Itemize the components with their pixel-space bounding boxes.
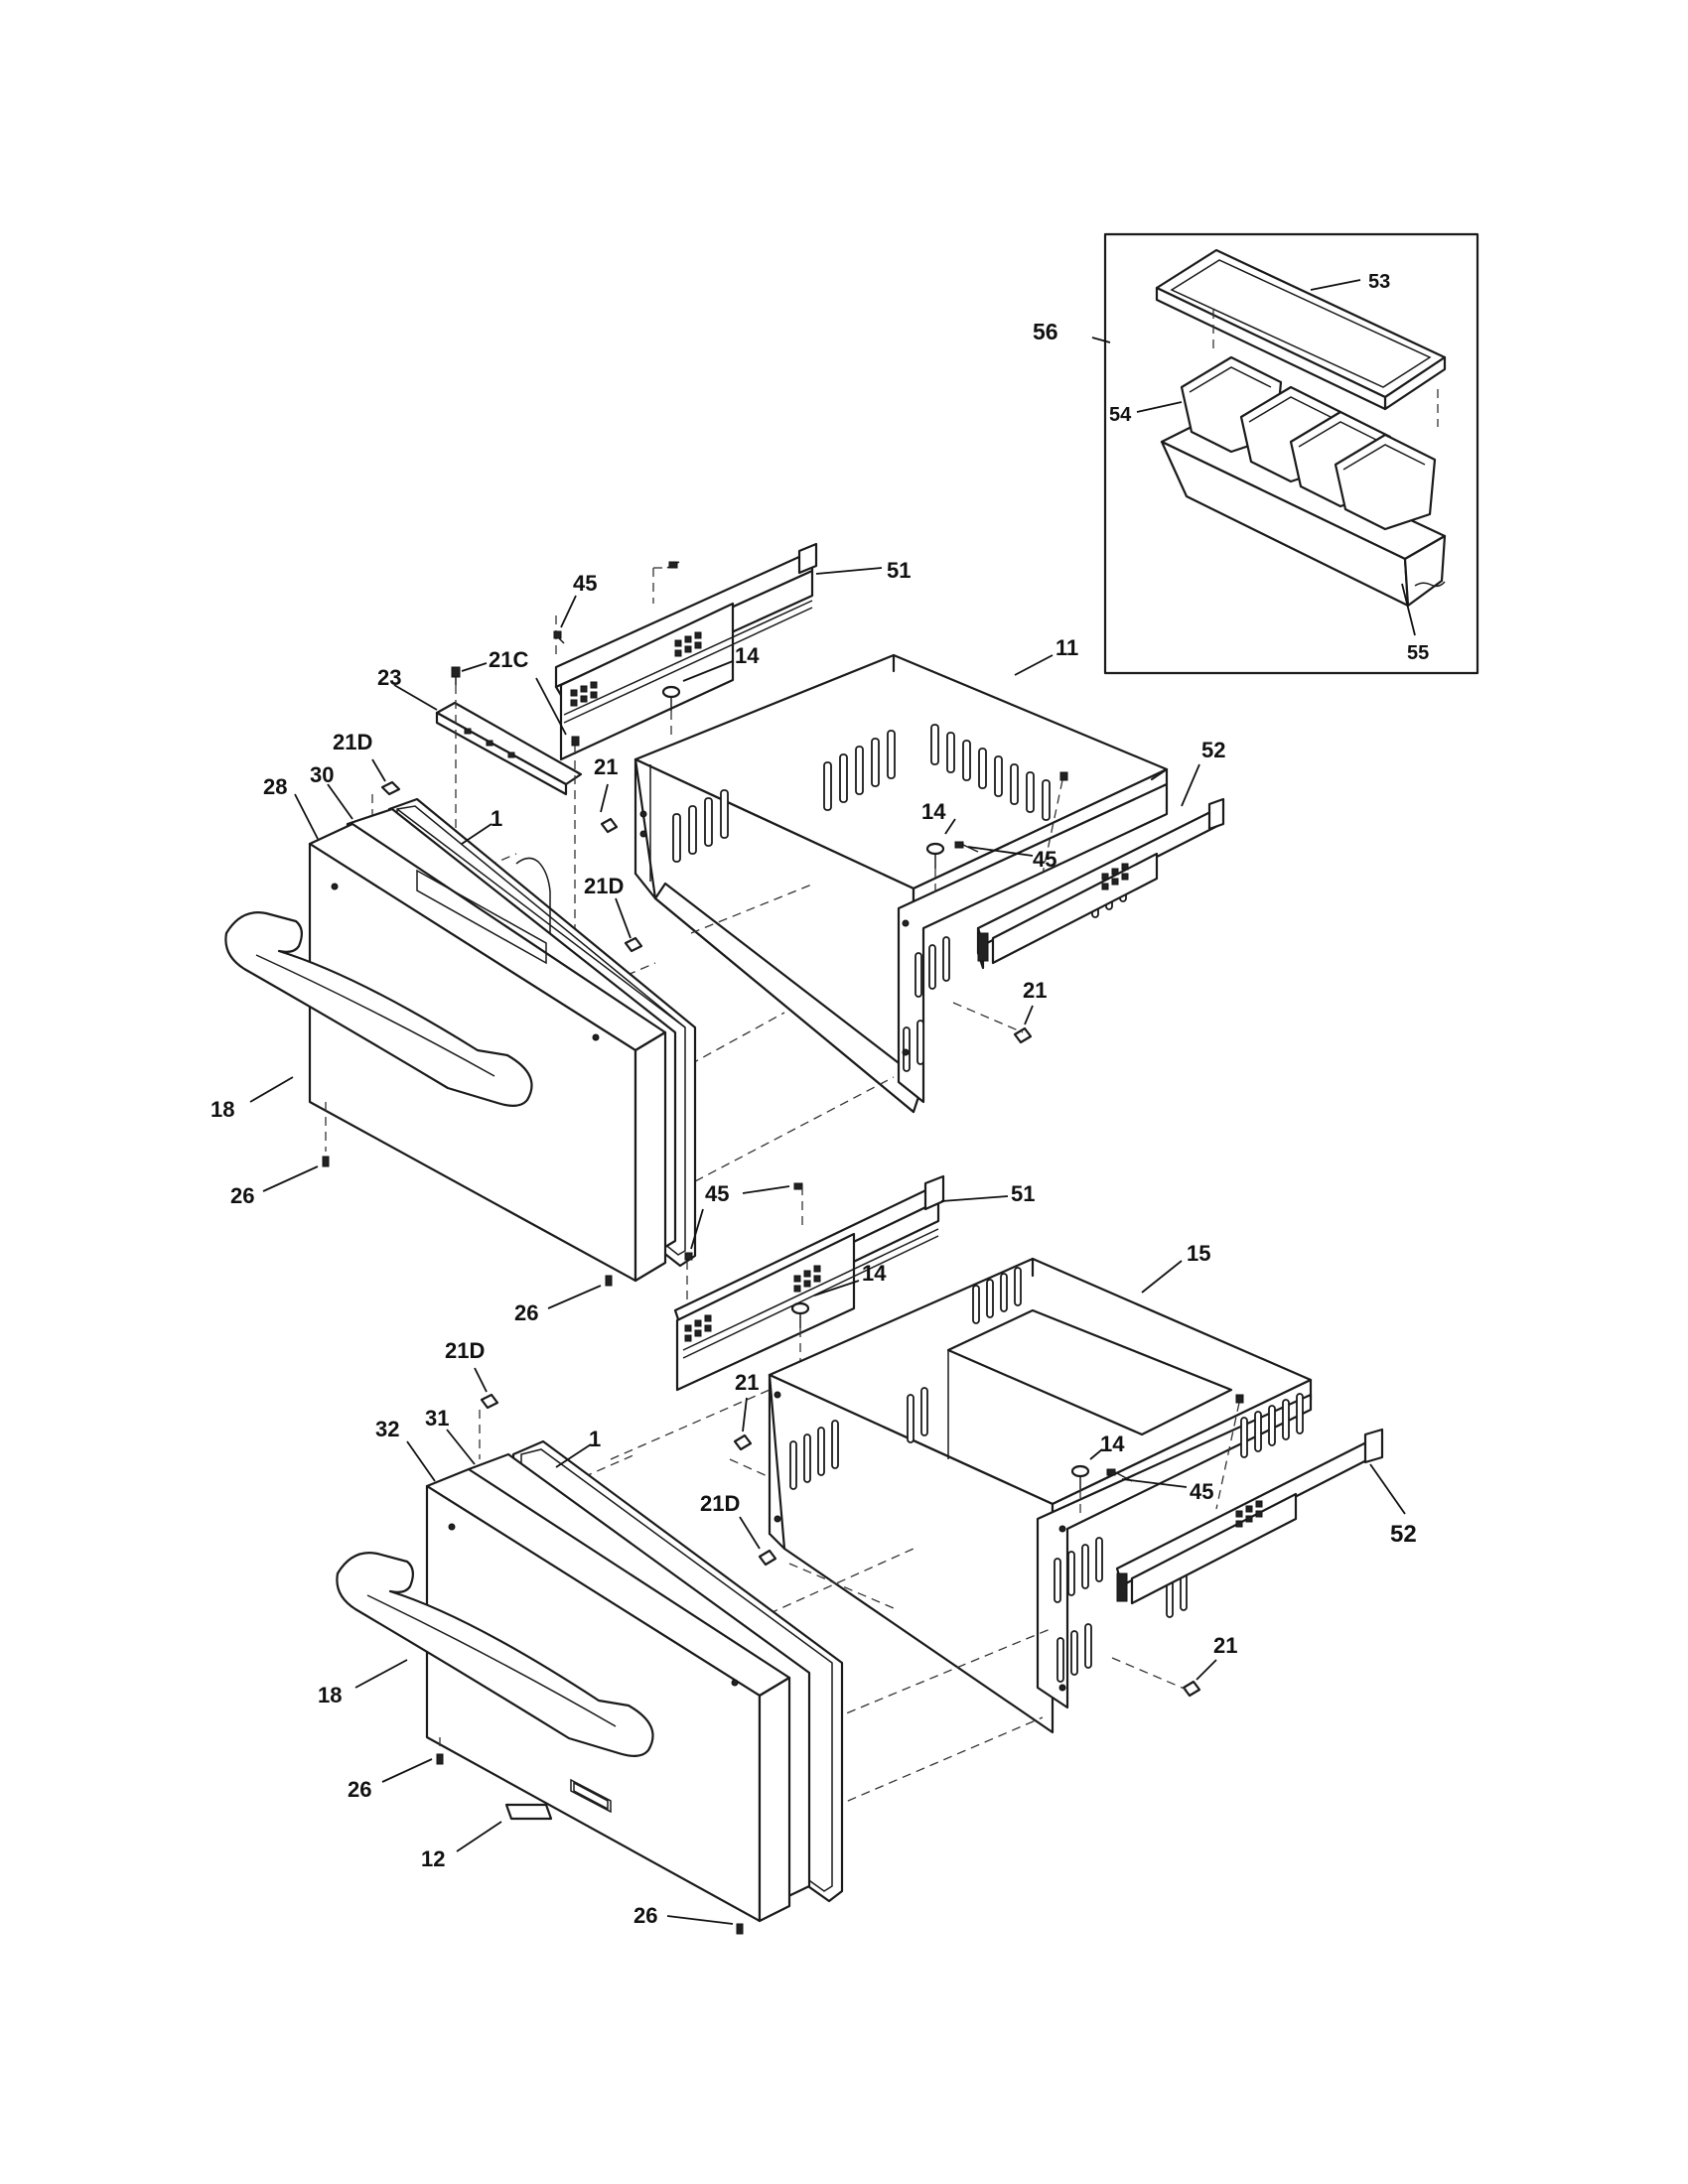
part-26-screws-lower: [436, 1737, 744, 1935]
part-14-screw-lower-right: [1070, 1464, 1090, 1519]
upper-drawer-assembly: 51 45 14 23: [211, 542, 1225, 1325]
callout-1-upper: 1: [491, 806, 502, 831]
part-14-screw-upper: [661, 685, 681, 740]
callout-56: 56: [1033, 319, 1058, 344]
callout-52-upper: 52: [1201, 738, 1225, 762]
part-21-pin-lower-right: [1111, 1657, 1217, 1698]
callout-23: 23: [377, 665, 401, 690]
part-15-bin-lower: [768, 1257, 1313, 1734]
callout-21-lower-b: 21: [1213, 1633, 1237, 1658]
callout-45-lower-b: 45: [1190, 1479, 1213, 1504]
callout-51-lower: 51: [1011, 1181, 1035, 1206]
inset-crisper-kit: 53 56 54 55: [1033, 232, 1479, 675]
wire-harness-upper: [515, 857, 551, 971]
callout-21D-upper-b: 21D: [584, 874, 624, 898]
part-21-pin-lower-left: [729, 1397, 771, 1478]
lower-drawer-assembly: 51 45 14: [318, 1174, 1417, 1935]
callout-21D-lower-a: 21D: [445, 1338, 485, 1363]
callout-26-upper-a: 26: [230, 1183, 254, 1208]
callout-21D-lower-b: 21D: [700, 1491, 740, 1516]
part-52-slide-lower: [1115, 1428, 1384, 1605]
part-21-pin-upper: [600, 783, 619, 834]
callout-26-lower-b: 26: [633, 1903, 657, 1928]
callout-15: 15: [1187, 1241, 1210, 1266]
callout-55: 55: [1407, 642, 1429, 664]
callout-45-lower: 45: [705, 1181, 729, 1206]
callout-18-lower: 18: [318, 1683, 342, 1707]
callout-26-lower-a: 26: [348, 1777, 371, 1802]
callout-14-upper-b: 14: [921, 799, 946, 824]
callout-14-lower-a: 14: [862, 1261, 887, 1286]
callout-54: 54: [1109, 404, 1132, 426]
callout-21D-upper-a: 21D: [333, 730, 372, 754]
callout-45-upper: 45: [573, 571, 597, 596]
callout-12: 12: [421, 1846, 445, 1871]
part-21D-pin-mid: [615, 897, 643, 953]
callout-21-upper-a: 21: [594, 754, 618, 779]
callout-14-upper-a: 14: [735, 643, 760, 668]
upper-bin-vents: [672, 724, 1127, 1072]
part-54-bins: [1180, 355, 1437, 531]
part-12-label: [504, 1803, 553, 1821]
part-18-handle-upper: [224, 911, 533, 1107]
part-45-screws-upper: [553, 561, 680, 655]
callout-51-upper: 51: [887, 558, 911, 583]
part-21-pin-upper-right: [952, 1002, 1034, 1044]
part-52-slide-upper: [976, 797, 1225, 970]
part-51-slide-upper: [554, 542, 818, 761]
callout-1-lower: 1: [589, 1427, 601, 1451]
part-14-screw-upper-right: [925, 842, 945, 893]
callout-52-lower: 52: [1390, 1521, 1417, 1548]
part-14-screw-lower: [790, 1301, 810, 1362]
callout-21C: 21C: [489, 647, 528, 672]
callout-30: 30: [310, 762, 334, 787]
part-45-screw-upper-right: [954, 771, 1068, 875]
callout-45-upper-b: 45: [1033, 847, 1056, 872]
part-45-screws-lower: [684, 1182, 803, 1300]
part-11-bin-upper: [633, 653, 1169, 1114]
lower-bin-vents: [789, 1267, 1304, 1683]
part-21D-pin-lower: [474, 1367, 499, 1459]
part-21D-pin-lower-mid: [739, 1516, 777, 1567]
callout-21-upper-b: 21: [1023, 978, 1047, 1003]
callout-11: 11: [1055, 635, 1078, 660]
part-51-slide-lower: [673, 1174, 945, 1392]
part-26-screws-upper: [322, 1102, 613, 1287]
callout-21-lower-a: 21: [735, 1370, 759, 1395]
callout-26-upper-b: 26: [514, 1300, 538, 1325]
callout-53: 53: [1368, 271, 1390, 293]
callout-32: 32: [375, 1417, 399, 1441]
callout-18-upper: 18: [211, 1097, 234, 1122]
callout-14-lower-b: 14: [1100, 1432, 1125, 1456]
callout-31: 31: [425, 1406, 449, 1431]
callout-28: 28: [263, 774, 287, 799]
part-23-bracket: [435, 701, 583, 796]
part-18-handle-lower: [336, 1552, 654, 1757]
